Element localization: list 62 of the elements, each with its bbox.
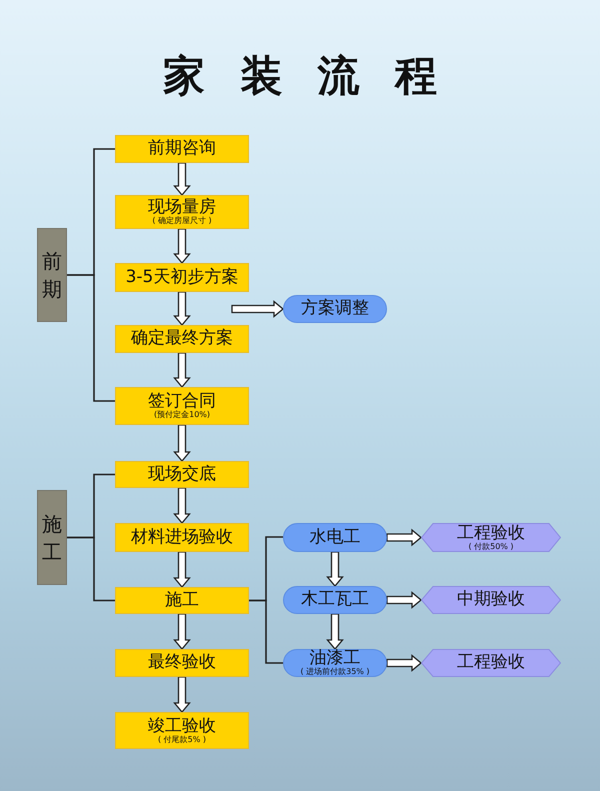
rounded-box bbox=[283, 649, 387, 677]
hollow-arrow bbox=[173, 228, 191, 264]
box-note: ( 付尾款5% ) bbox=[158, 736, 206, 744]
box-label: 前期咨询 bbox=[148, 139, 216, 159]
box-label: 签订合同 bbox=[148, 392, 216, 412]
process-box bbox=[115, 325, 249, 353]
hollow-arrow bbox=[173, 352, 191, 388]
box-label: 油漆工 bbox=[310, 649, 360, 668]
title: 家装流程 bbox=[163, 53, 437, 100]
process-box bbox=[115, 263, 249, 292]
hollow-arrow bbox=[326, 613, 344, 650]
hollow-arrow bbox=[231, 300, 284, 318]
box-label: 中期验收 bbox=[457, 590, 525, 610]
stage-box bbox=[37, 490, 67, 585]
hollow-arrow bbox=[386, 528, 422, 546]
hollow-arrow bbox=[173, 424, 191, 462]
stage-box bbox=[37, 228, 67, 322]
box-label: 竣工验收 bbox=[148, 716, 216, 736]
box-label: 方案调整 bbox=[301, 299, 369, 319]
hollow-arrow bbox=[173, 551, 191, 588]
process-box bbox=[115, 649, 249, 677]
box-label: 现场量房 bbox=[148, 198, 216, 218]
box-label: 工程验收 bbox=[457, 653, 525, 673]
hollow-arrow bbox=[173, 487, 191, 524]
box-label: 3-5天初步方案 bbox=[126, 268, 238, 288]
process-box bbox=[115, 461, 249, 488]
process-box bbox=[115, 587, 249, 614]
process-box bbox=[115, 195, 249, 229]
hexagon-box bbox=[421, 523, 561, 552]
box-label: 现场交底 bbox=[148, 464, 216, 484]
box-note: (预付定金10%) bbox=[154, 411, 210, 420]
box-label: 木工瓦工 bbox=[301, 590, 369, 610]
connector-line bbox=[249, 600, 283, 664]
box-label: 材料进场验收 bbox=[131, 528, 233, 548]
process-box bbox=[115, 523, 249, 552]
hollow-arrow bbox=[326, 551, 344, 588]
rounded-box bbox=[283, 295, 387, 323]
hollow-arrow bbox=[173, 613, 191, 650]
hollow-arrow bbox=[173, 291, 191, 326]
hollow-arrow bbox=[173, 162, 191, 196]
hollow-arrow bbox=[173, 676, 191, 714]
box-label: 工程验收 bbox=[457, 524, 525, 543]
box-note: ( 确定房屋尺寸 ) bbox=[152, 217, 212, 226]
connector-line bbox=[67, 274, 115, 402]
connector-line bbox=[67, 536, 115, 602]
rounded-box bbox=[283, 523, 387, 552]
hollow-arrow bbox=[386, 654, 422, 672]
box-label: 施工 bbox=[165, 590, 199, 610]
box-label: 最终验收 bbox=[148, 653, 216, 673]
hexagon-box bbox=[421, 649, 561, 677]
hollow-arrow bbox=[386, 591, 422, 609]
box-label: 水电工 bbox=[310, 528, 360, 548]
box-note: ( 付款50% ) bbox=[468, 542, 514, 552]
hexagon-box bbox=[421, 586, 561, 614]
process-box bbox=[115, 387, 249, 425]
rounded-box bbox=[283, 586, 387, 614]
process-box bbox=[115, 135, 249, 163]
stage-label: 施工 bbox=[42, 510, 62, 566]
stage-label: 前期 bbox=[42, 248, 62, 303]
box-note: ( 进场前付款35% ) bbox=[300, 668, 370, 677]
box-label: 确定最终方案 bbox=[131, 329, 233, 349]
process-box bbox=[115, 712, 249, 749]
